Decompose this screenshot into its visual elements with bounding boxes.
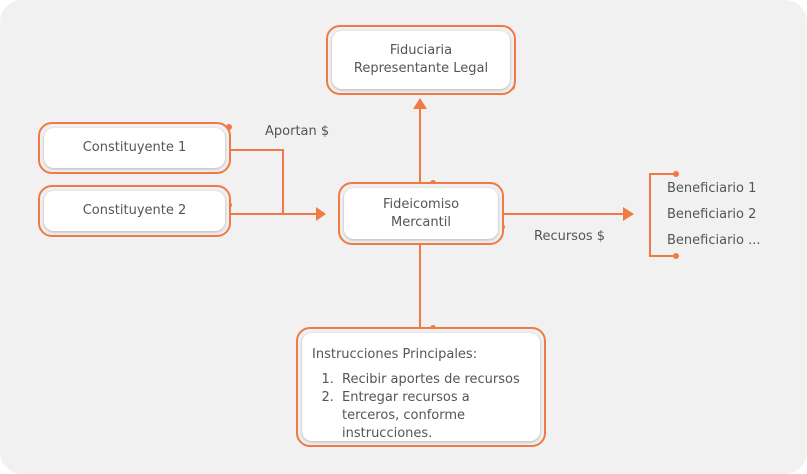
beneficiarios-bracket — [649, 173, 676, 257]
node-fiduciaria: Fiduciaria Representante Legal — [326, 25, 516, 95]
node-fideicomiso: Fideicomiso Mercantil — [338, 182, 504, 245]
fideicomiso-line2: Mercantil — [391, 214, 451, 230]
node-constituyente-2: Constituyente 2 — [38, 185, 231, 237]
arrow-to-fideicomiso — [316, 207, 326, 221]
constituyente2-label: Constituyente 2 — [82, 203, 187, 218]
dot-beneficiario-bottom — [673, 253, 679, 259]
instruccion-item: Recibir aportes de recursos — [338, 371, 530, 389]
fideicomiso-line1: Fideicomiso — [382, 196, 460, 212]
instruccion-item: Entregar recursos a terceros, conforme i… — [338, 389, 530, 443]
arrow-to-fiduciaria — [413, 98, 427, 109]
label-recursos: Recursos $ — [534, 229, 606, 244]
label-aportan: Aportan $ — [265, 124, 330, 139]
dot-beneficiario-top — [673, 171, 679, 177]
beneficiario-n: Beneficiario ... — [667, 233, 761, 248]
instrucciones-list: Recibir aportes de recursos Entregar rec… — [312, 371, 530, 443]
beneficiario-1: Beneficiario 1 — [667, 181, 757, 196]
fiduciaria-line1: Fiduciaria — [389, 43, 453, 58]
arrow-to-beneficiarios — [623, 207, 634, 221]
edge-constituyente1 — [229, 149, 284, 214]
constituyente1-label: Constituyente 1 — [82, 140, 187, 155]
beneficiario-2: Beneficiario 2 — [667, 207, 757, 222]
node-instrucciones: Instrucciones Principales: Recibir aport… — [296, 327, 546, 447]
instrucciones-title: Instrucciones Principales: — [312, 347, 478, 362]
fiduciaria-line2: Representante Legal — [353, 61, 489, 76]
node-constituyente-1: Constituyente 1 — [38, 122, 231, 174]
